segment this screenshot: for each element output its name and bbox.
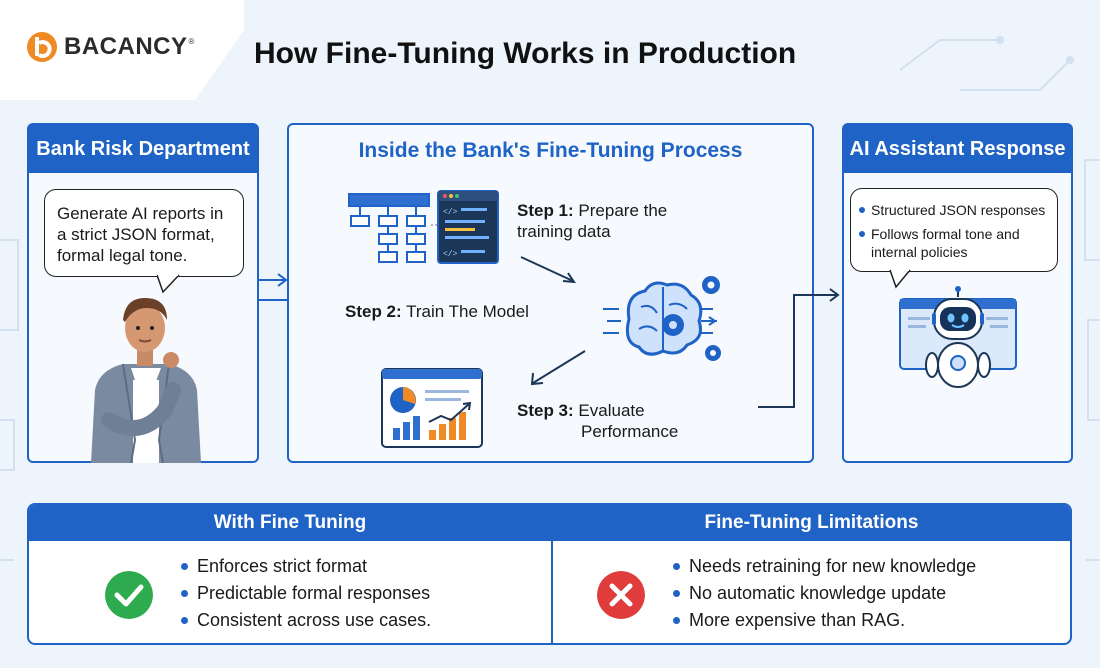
step-1-text-line-2: training data	[517, 222, 611, 241]
step-1-label: Step 1:	[517, 201, 574, 220]
limitations-item-2: No automatic knowledge update	[673, 580, 976, 607]
robot-assistant-icon	[899, 286, 1017, 388]
svg-text:</>: </>	[443, 208, 458, 217]
with-fine-tuning-heading: With Fine Tuning	[213, 512, 367, 533]
response-item-2: Follows formal tone and internal policie…	[859, 225, 1051, 261]
step-3-text-line-1: Evaluate	[578, 401, 645, 420]
brand-registered-mark: ®	[188, 36, 195, 46]
step-1: Step 1: Prepare the training data	[517, 200, 667, 242]
request-speech-bubble: Generate AI reports in a strict JSON for…	[44, 189, 244, 277]
comparison-header	[29, 505, 1070, 541]
step-3: Step 3: Evaluate Performance	[517, 400, 678, 442]
process-heading: Inside the Bank's Fine-Tuning Process	[358, 139, 743, 162]
brand-name: BACANCY	[64, 33, 188, 60]
bubble-line-1: Generate AI reports in	[57, 204, 224, 223]
connector-middle-to-right	[758, 288, 840, 408]
with-fine-tuning-list: Enforces strict format Predictable forma…	[181, 553, 431, 634]
limitations-item-3: More expensive than RAG.	[673, 607, 976, 634]
arrow-step1-to-step2-icon	[520, 256, 576, 284]
ai-response-heading: AI Assistant Response	[844, 125, 1071, 173]
thinking-person-icon	[91, 298, 201, 463]
ai-response-panel: AI Assistant Response Structured JSON re…	[842, 123, 1073, 463]
response-item-1: Structured JSON responses	[859, 201, 1051, 219]
fine-tuning-process-panel: Inside the Bank's Fine-Tuning Process </…	[287, 123, 814, 463]
limitations-list: Needs retraining for new knowledge No au…	[673, 553, 976, 634]
response-speech-bubble: Structured JSON responses Follows formal…	[850, 188, 1058, 272]
step-2-label: Step 2:	[345, 302, 402, 321]
page-title: How Fine-Tuning Works in Production	[254, 37, 797, 70]
bacancy-logo-icon	[27, 32, 57, 62]
with-fine-tuning-item-2: Predictable formal responses	[181, 580, 431, 607]
response-list: Structured JSON responses Follows formal…	[859, 201, 1051, 261]
brand-logo[interactable]: BACANCY ®	[26, 31, 194, 63]
step-3-label: Step 3:	[517, 401, 574, 420]
step-3-text-line-2: Performance	[581, 422, 679, 441]
step-1-text-line-1: Prepare the	[578, 201, 668, 220]
bank-risk-panel: Bank Risk Department Generate AI reports…	[27, 123, 259, 463]
svg-text:</>: </>	[443, 250, 458, 259]
bubble-line-2: a strict JSON format,	[57, 225, 215, 244]
bubble-line-3: formal legal tone.	[57, 246, 188, 265]
arrow-step2-to-step3-icon	[530, 350, 586, 386]
check-icon	[105, 571, 153, 619]
code-editor-icon: </> </>	[437, 190, 499, 264]
step-2-text: Train The Model	[406, 302, 529, 321]
limitations-item-1: Needs retraining for new knowledge	[673, 553, 976, 580]
bank-risk-heading: Bank Risk Department	[29, 125, 257, 173]
with-fine-tuning-item-1: Enforces strict format	[181, 553, 431, 580]
dotted-link-icon	[431, 224, 439, 226]
bubble-tail-icon	[889, 269, 911, 289]
cross-icon	[597, 571, 645, 619]
performance-dashboard-icon	[381, 368, 483, 448]
with-fine-tuning-item-3: Consistent across use cases.	[181, 607, 431, 634]
limitations-heading: Fine-Tuning Limitations	[704, 512, 919, 533]
comparison-table: With Fine Tuning Fine-Tuning Limitations…	[27, 503, 1072, 645]
brain-gear-icon	[603, 276, 721, 361]
data-hierarchy-icon	[348, 193, 430, 263]
bubble-tail-icon	[157, 274, 180, 294]
step-2: Step 2: Train The Model	[345, 301, 529, 322]
comparison-divider	[551, 505, 553, 643]
